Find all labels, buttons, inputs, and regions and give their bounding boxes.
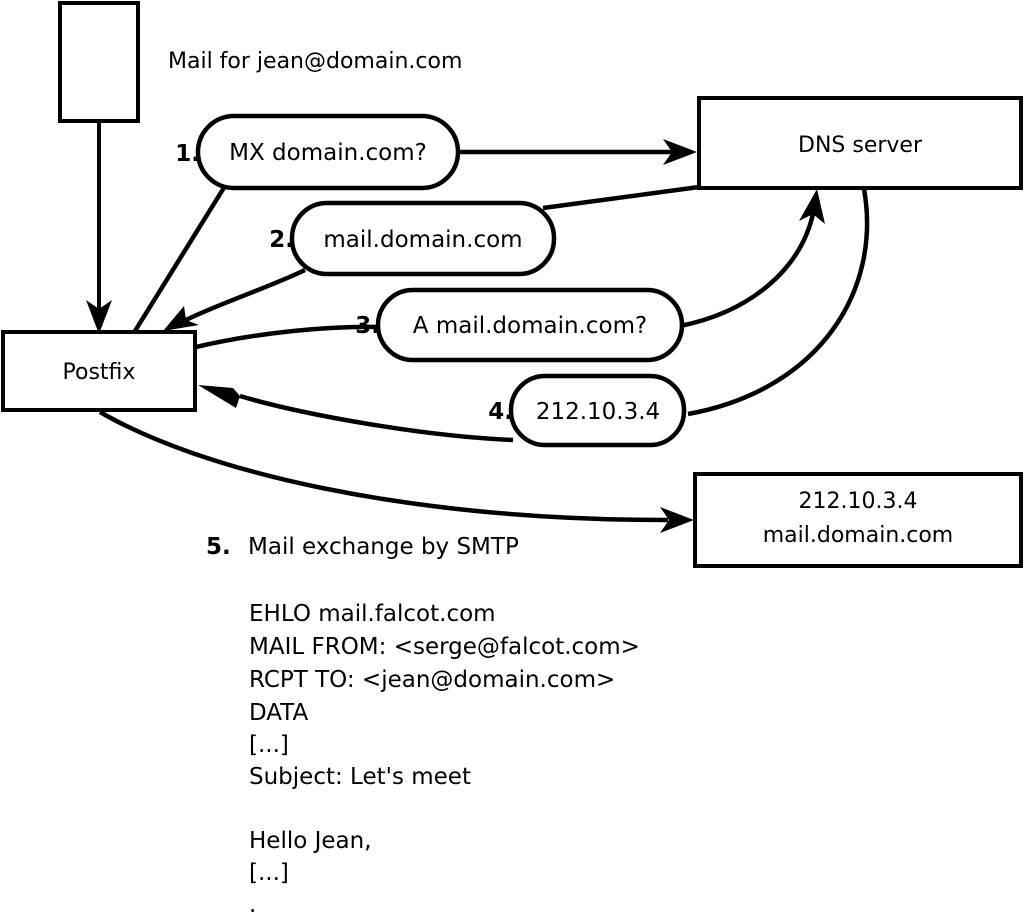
step-number-5: 5. <box>206 534 231 560</box>
node-dns-server: DNS server <box>697 96 1023 190</box>
node-mail-server-host: mail.domain.com <box>763 523 954 548</box>
node-client-box <box>58 1 140 123</box>
edge-dns-to-step4 <box>687 188 870 417</box>
bubble-step-1-label: MX domain.com? <box>229 140 427 166</box>
bubble-step-4: 212.10.3.4 <box>508 373 687 448</box>
smtp-line: MAIL FROM: <serge@falcot.com> <box>249 634 640 660</box>
edge-step2-to-postfix <box>163 267 306 331</box>
step-number-2: 2. <box>269 227 294 253</box>
smtp-line: . <box>249 892 256 918</box>
smtp-line: RCPT TO: <jean@domain.com> <box>249 667 615 693</box>
smtp-line: EHLO mail.falcot.com <box>249 601 496 627</box>
node-mail-server-ip: 212.10.3.4 <box>799 489 918 514</box>
edge-step1-to-dns <box>458 139 697 165</box>
node-dns-server-label: DNS server <box>798 133 923 158</box>
edge-postfix-to-step3 <box>195 324 381 350</box>
step-number-1: 1. <box>175 141 200 167</box>
step-number-4: 4. <box>488 399 513 425</box>
edge-postfix-to-mailserver <box>98 410 694 533</box>
smtp-line: Subject: Let's meet <box>249 764 471 790</box>
edge-dns-to-step2 <box>542 184 700 211</box>
smtp-line: [...] <box>249 860 289 886</box>
node-mail-server: 212.10.3.4 mail.domain.com <box>693 472 1023 568</box>
edge-step3-to-dns <box>679 189 825 329</box>
bubble-step-2-label: mail.domain.com <box>323 227 522 253</box>
bubble-step-2: mail.domain.com <box>289 200 557 277</box>
edge-client-to-postfix <box>86 122 112 334</box>
step-number-3: 3. <box>355 313 380 339</box>
edge-step4-to-postfix <box>198 385 514 443</box>
bubble-step-4-label: 212.10.3.4 <box>536 399 660 425</box>
smtp-line: Hello Jean, <box>249 828 372 854</box>
node-postfix: Postfix <box>1 330 197 412</box>
step-5-label: Mail exchange by SMTP <box>248 534 519 560</box>
smtp-line: [...] <box>249 732 289 758</box>
caption-mail-for: Mail for jean@domain.com <box>168 49 462 74</box>
node-postfix-label: Postfix <box>63 360 136 385</box>
bubble-step-3: A mail.domain.com? <box>375 287 685 363</box>
bubble-step-1: MX domain.com? <box>195 113 461 191</box>
bubble-step-3-label: A mail.domain.com? <box>413 313 647 339</box>
edge-step1-from-postfix <box>133 184 227 333</box>
smtp-line: DATA <box>249 700 309 726</box>
